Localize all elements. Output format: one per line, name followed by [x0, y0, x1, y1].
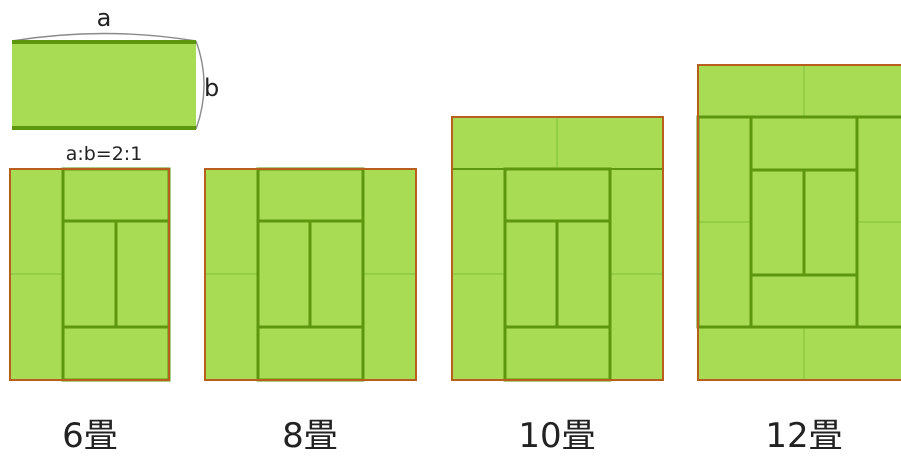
side-a-arc: [11, 32, 197, 42]
single-mat: [12, 41, 196, 129]
room-outline: [9, 168, 170, 381]
room-outline: [204, 168, 417, 381]
room-8-layout: [204, 167, 417, 382]
room-10-caption: 10畳: [518, 416, 595, 456]
mat-edge-bottom: [12, 126, 196, 130]
mat-edge-top: [12, 40, 196, 44]
room-outline: [697, 64, 901, 381]
room-8-caption: 8畳: [282, 416, 338, 456]
room-10-layout: [451, 116, 664, 382]
room-12-caption: 12畳: [765, 416, 842, 456]
side-a-label: a: [97, 4, 112, 32]
room-outline: [451, 116, 664, 381]
room-6-layout: [9, 167, 171, 382]
room-12-layout: [696, 64, 901, 381]
room-6-caption: 6畳: [62, 416, 118, 456]
side-b-label: b: [204, 74, 219, 102]
single-mat-legend: a b a:b=2:1: [11, 4, 219, 165]
side-b-arc: [195, 40, 205, 130]
ratio-label: a:b=2:1: [66, 143, 143, 165]
